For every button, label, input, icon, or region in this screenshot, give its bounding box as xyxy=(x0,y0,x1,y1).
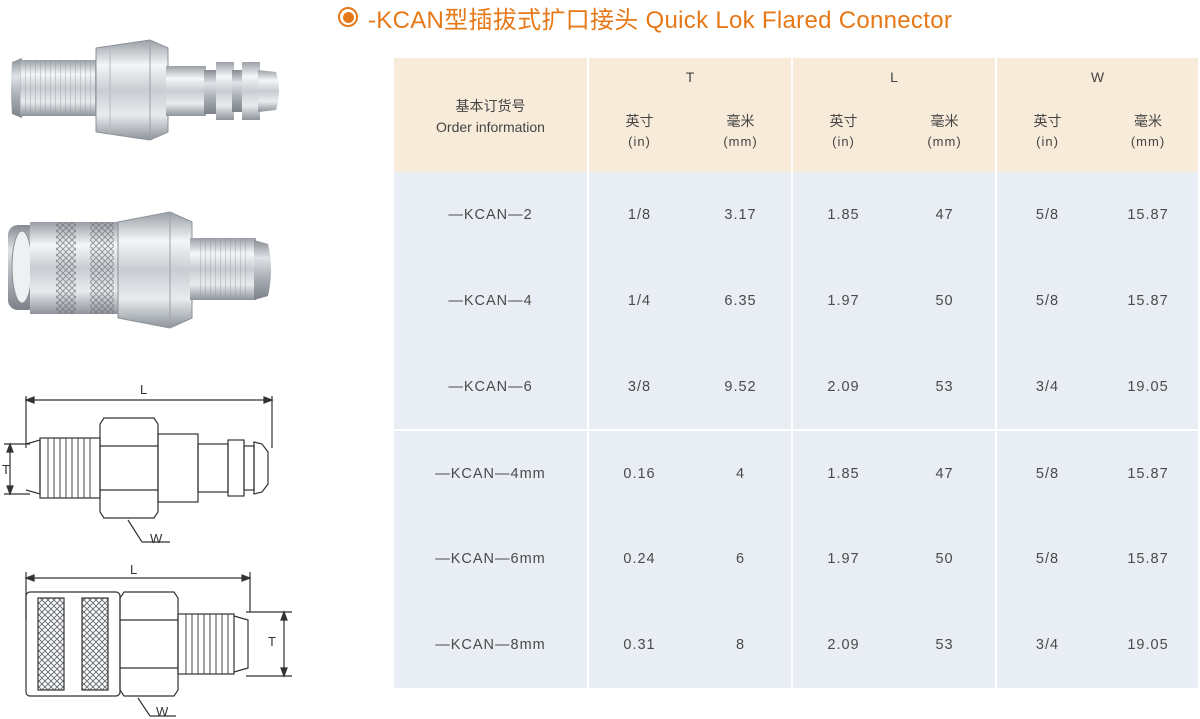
cell-W-mm: 15.87 xyxy=(1098,258,1199,344)
unit-header-L-inch: 英寸(in) xyxy=(791,88,894,172)
cell-T-in: 0.24 xyxy=(587,516,690,602)
cell-T-mm: 9.52 xyxy=(690,344,792,430)
male-connector-diagram xyxy=(4,396,274,543)
header-row-groups: 基本订货号 Order information T L W xyxy=(394,58,1199,172)
cell-W-mm: 19.05 xyxy=(1098,602,1199,688)
cell-L-in: 2.09 xyxy=(791,602,894,688)
cell-T-in: 3/8 xyxy=(587,344,690,430)
product-illustrations: L T W L T W xyxy=(2,39,292,719)
cell-W-mm: 15.87 xyxy=(1098,429,1199,516)
male-dim-T-label: T xyxy=(2,462,10,477)
unit-header-L-mm: 毫米(mm) xyxy=(894,88,997,172)
cell-L-in: 2.09 xyxy=(791,344,894,430)
cell-T-mm: 6 xyxy=(690,516,792,602)
cell-L-mm: 50 xyxy=(894,516,997,602)
cell-L-in: 1.97 xyxy=(791,258,894,344)
female-dim-W-label: W xyxy=(156,704,169,719)
cell-L-mm: 47 xyxy=(894,429,997,516)
cell-L-mm: 53 xyxy=(894,344,997,430)
group-header-T: T xyxy=(587,58,792,88)
cell-L-in: 1.97 xyxy=(791,516,894,602)
cell-W-in: 5/8 xyxy=(995,258,1099,344)
cell-W-mm: 15.87 xyxy=(1098,516,1199,602)
unit-header-T-inch: 英寸(in) xyxy=(587,88,690,172)
cell-L-in: 1.85 xyxy=(791,429,894,516)
row-order-code: —KCAN—4 xyxy=(394,258,588,344)
cell-L-mm: 47 xyxy=(894,172,997,258)
cell-W-in: 3/4 xyxy=(995,344,1099,430)
group-header-W: W xyxy=(995,58,1199,88)
table-row: —KCAN—6 3/8 9.52 2.09 53 3/4 19.05 xyxy=(394,344,1199,430)
table-row: —KCAN—8mm 0.31 8 2.09 53 3/4 19.05 xyxy=(394,602,1199,688)
table-row: —KCAN—4 1/4 6.35 1.97 50 5/8 15.87 xyxy=(394,258,1199,344)
unit-header-W-mm: 毫米(mm) xyxy=(1098,88,1199,172)
female-connector-photo xyxy=(8,211,271,329)
male-dim-L-label: L xyxy=(140,382,147,397)
spec-table: 基本订货号 Order information T L W 英寸(in) 毫米(… xyxy=(394,58,1199,688)
cell-T-mm: 3.17 xyxy=(690,172,792,258)
row-order-code: —KCAN—4mm xyxy=(394,429,588,516)
row-order-code: —KCAN—8mm xyxy=(394,602,588,688)
cell-T-in: 0.31 xyxy=(587,602,690,688)
cell-L-mm: 53 xyxy=(894,602,997,688)
page-title: -KCAN型插拔式扩口接头 Quick Lok Flared Connector xyxy=(338,0,952,34)
table-row: —KCAN—4mm 0.16 4 1.85 47 5/8 15.87 xyxy=(394,429,1199,516)
row-order-code: —KCAN—2 xyxy=(394,172,588,258)
table-row: —KCAN—2 1/8 3.17 1.85 47 5/8 15.87 xyxy=(394,172,1199,258)
title-text: -KCAN型插拔式扩口接头 Quick Lok Flared Connector xyxy=(368,6,953,34)
order-header-en: Order information xyxy=(436,119,545,135)
order-header-cn: 基本订货号 xyxy=(455,98,526,114)
cell-W-in: 5/8 xyxy=(995,172,1099,258)
row-order-code: —KCAN—6mm xyxy=(394,516,588,602)
header-row-units: 英寸(in) 毫米(mm) 英寸(in) 毫米(mm) 英寸(in) 毫米(mm… xyxy=(394,88,1199,172)
male-connector-photo xyxy=(11,39,279,141)
cell-L-in: 1.85 xyxy=(791,172,894,258)
cell-W-mm: 19.05 xyxy=(1098,344,1199,430)
cell-T-mm: 8 xyxy=(690,602,792,688)
female-connector-diagram xyxy=(24,572,292,717)
cell-T-mm: 6.35 xyxy=(690,258,792,344)
cell-T-in: 1/4 xyxy=(587,258,690,344)
row-order-code: —KCAN—6 xyxy=(394,344,588,430)
cell-T-mm: 4 xyxy=(690,429,792,516)
bullet-icon xyxy=(338,7,358,27)
order-info-header: 基本订货号 Order information xyxy=(394,58,588,172)
cell-W-in: 5/8 xyxy=(995,516,1099,602)
female-dim-L-label: L xyxy=(130,562,137,577)
cell-T-in: 1/8 xyxy=(587,172,690,258)
unit-header-T-mm: 毫米(mm) xyxy=(690,88,792,172)
cell-W-in: 3/4 xyxy=(995,602,1099,688)
cell-W-mm: 15.87 xyxy=(1098,172,1199,258)
group-header-L: L xyxy=(790,58,997,88)
female-dim-T-label: T xyxy=(268,634,276,649)
cell-L-mm: 50 xyxy=(894,258,997,344)
cell-T-in: 0.16 xyxy=(587,429,690,516)
table-row: —KCAN—6mm 0.24 6 1.97 50 5/8 15.87 xyxy=(394,516,1199,602)
male-dim-W-label: W xyxy=(150,531,163,546)
cell-W-in: 5/8 xyxy=(995,429,1099,516)
unit-header-W-inch: 英寸(in) xyxy=(995,88,1099,172)
